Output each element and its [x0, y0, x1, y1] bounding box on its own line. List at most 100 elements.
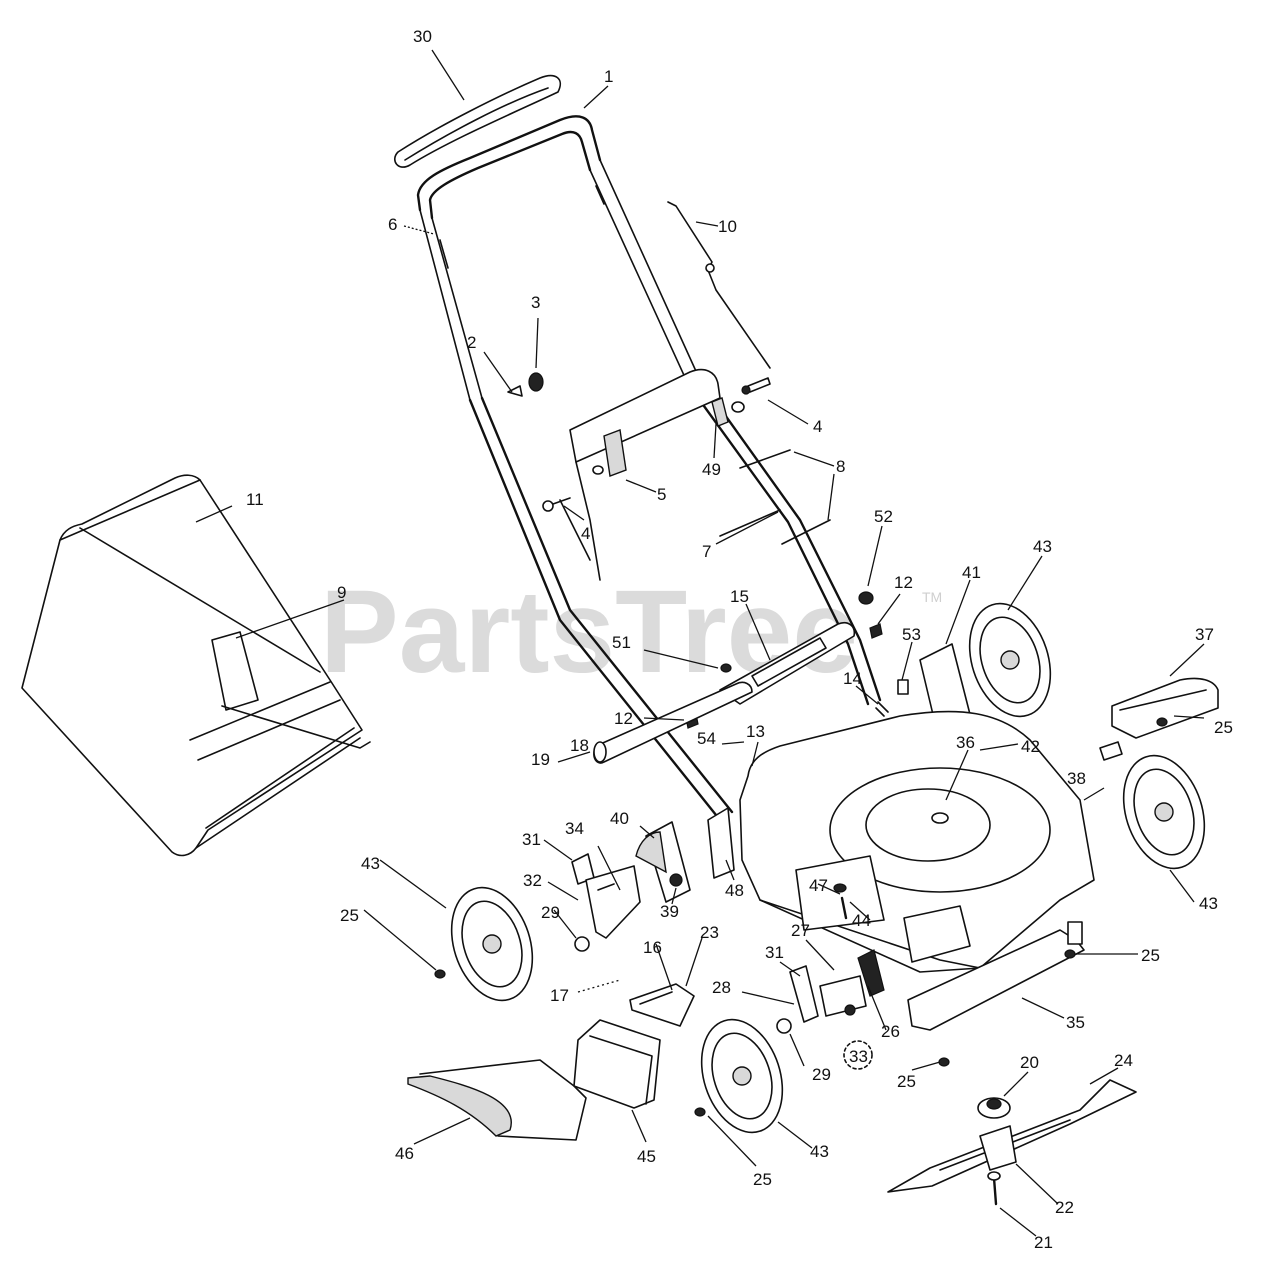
callout-44: 44 [852, 911, 871, 930]
callout-25-e: 25 [753, 1170, 772, 1189]
callout-10: 10 [718, 217, 737, 236]
callout-31-b: 31 [765, 943, 784, 962]
callout-13: 13 [746, 722, 765, 741]
part-31-34-bracket-left [571, 853, 641, 952]
callout-24: 24 [1114, 1051, 1133, 1070]
part-5-clamp [592, 429, 627, 477]
callout-43-d: 43 [810, 1142, 829, 1161]
callout-17: 17 [550, 986, 569, 1005]
part-22-plate [979, 1125, 1017, 1171]
part-20-adapter [977, 1097, 1011, 1119]
part-42-deck [739, 710, 1095, 973]
callout-15: 15 [730, 587, 749, 606]
part-46-rod [407, 1059, 587, 1141]
callout-labels: 30 1 6 10 3 2 4 49 5 4 8 11 7 52 9 15 43… [246, 27, 1233, 1252]
callout-47: 47 [809, 876, 828, 895]
callout-33: 33 [849, 1047, 868, 1066]
callout-51: 51 [612, 633, 631, 652]
part-4-bolt-left [542, 497, 571, 512]
callout-22: 22 [1055, 1198, 1074, 1217]
callout-27: 27 [791, 921, 810, 940]
callout-34: 34 [565, 819, 584, 838]
callout-14: 14 [843, 669, 862, 688]
part-16-23-bracket [629, 983, 695, 1027]
part-7-bar [719, 509, 781, 537]
part-31-28-arm [789, 965, 819, 1023]
part-12-screw-right [869, 623, 883, 639]
callout-35: 35 [1066, 1013, 1085, 1032]
callout-23: 23 [700, 923, 719, 942]
callout-46: 46 [395, 1144, 414, 1163]
part-10-cable [667, 201, 771, 369]
callout-53: 53 [902, 625, 921, 644]
part-26-lever [857, 949, 885, 997]
part-27-bracket [819, 975, 867, 1017]
part-3-knob [528, 372, 544, 392]
callout-12-b: 12 [614, 709, 633, 728]
part-43-wheel-rear-right [968, 602, 1052, 718]
part-29-bolt-front [776, 1018, 792, 1034]
callout-52: 52 [874, 507, 893, 526]
callout-36: 36 [956, 733, 975, 752]
part-33-warning-label [843, 1040, 873, 1070]
callout-5: 5 [657, 485, 666, 504]
callout-42: 42 [1021, 737, 1040, 756]
callout-30: 30 [413, 27, 432, 46]
part-14-spring [875, 701, 889, 717]
callout-25-b: 25 [340, 906, 359, 925]
part-35-skirt [907, 921, 1085, 1031]
part-25-nuts [434, 717, 1168, 1117]
leader-lines [195, 49, 1205, 1237]
part-15-plate [719, 621, 856, 705]
part-21-bolt [987, 1171, 1001, 1206]
callout-43-c: 43 [1199, 894, 1218, 913]
callout-6: 6 [388, 215, 397, 234]
callout-39: 39 [660, 902, 679, 921]
callout-20: 20 [1020, 1053, 1039, 1072]
callout-9: 9 [337, 583, 346, 602]
part-30-grip-cover [394, 74, 562, 168]
callout-29-b: 29 [812, 1065, 831, 1084]
part-47-screw [840, 896, 848, 920]
callout-19: 19 [531, 750, 550, 769]
part-43-wheel-front-left [700, 1018, 784, 1134]
part-37-door [1111, 677, 1219, 739]
part-52-nut [858, 591, 874, 605]
callout-31-a: 31 [522, 830, 541, 849]
part-49-clamp [711, 397, 745, 427]
callout-49: 49 [702, 460, 721, 479]
part-44-plate [833, 883, 847, 893]
watermark-tm: TM [922, 589, 942, 605]
part-2-clip [507, 385, 523, 397]
callout-3: 3 [531, 293, 540, 312]
callout-12-a: 12 [894, 573, 913, 592]
callout-21: 21 [1034, 1233, 1053, 1252]
callout-40: 40 [610, 809, 629, 828]
part-40-39-adjuster [635, 821, 691, 903]
callout-25-a: 25 [1214, 718, 1233, 737]
callout-7: 7 [702, 542, 711, 561]
part-4-bolt-right [741, 377, 771, 395]
callout-1: 1 [604, 67, 613, 86]
part-43-wheel-front-right [1122, 754, 1206, 870]
callout-28: 28 [712, 978, 731, 997]
part-45-rear-flap [573, 1019, 661, 1109]
callout-4-left: 4 [581, 524, 590, 543]
part-43-wheel-rear-left [450, 886, 534, 1002]
part-48-bracket [707, 807, 735, 879]
callout-37: 37 [1195, 625, 1214, 644]
callout-54: 54 [697, 729, 716, 748]
callout-8: 8 [836, 457, 845, 476]
part-1-upper-handle [416, 115, 701, 401]
part-11-grass-bag [21, 474, 371, 857]
callout-4-right: 4 [813, 417, 822, 436]
callout-41: 41 [962, 563, 981, 582]
callout-2: 2 [467, 333, 476, 352]
callout-48: 48 [725, 881, 744, 900]
callout-26: 26 [881, 1022, 900, 1041]
part-38-spring [1099, 741, 1123, 761]
callout-38: 38 [1067, 769, 1086, 788]
callout-29-a: 29 [541, 903, 560, 922]
part-53-pin [897, 679, 909, 695]
